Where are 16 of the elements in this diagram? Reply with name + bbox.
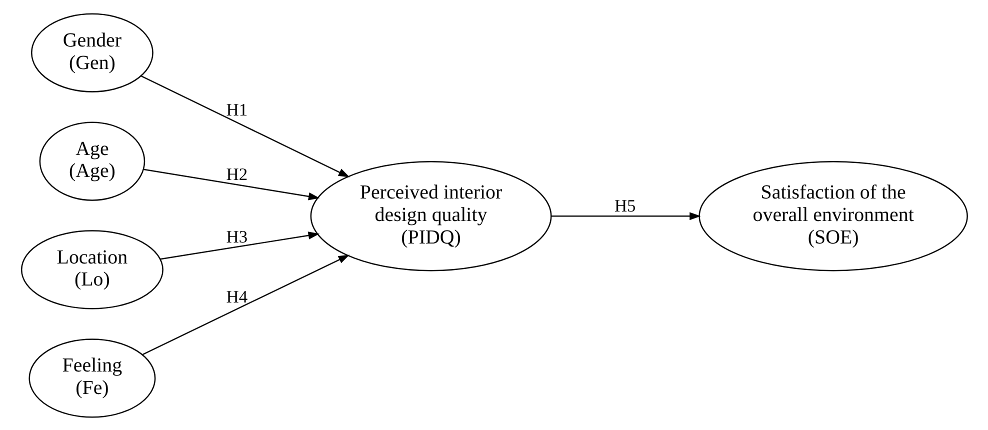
edge-label: H1: [226, 98, 248, 119]
arrow: [160, 231, 320, 260]
node-ellipse: Satisfaction of the overall environment (SOE): [698, 160, 968, 271]
edge-label: H3: [226, 226, 248, 246]
node-ellipse: Feeling (Fe): [28, 338, 156, 418]
arrow: [550, 212, 700, 220]
edge-label: H2: [226, 164, 248, 184]
node-ellipse: Location (Lo): [20, 230, 163, 309]
node-ellipse: Gender (Gen): [30, 12, 153, 92]
edge-label: H5: [614, 194, 636, 215]
node-ellipse: Age (Age): [38, 121, 145, 200]
node-ellipse: Perceived interior design quality (PIDQ): [310, 160, 552, 271]
edge-label: H4: [226, 286, 248, 306]
arrow: [142, 168, 320, 200]
arrow: [140, 74, 350, 177]
arrow: [142, 254, 350, 355]
